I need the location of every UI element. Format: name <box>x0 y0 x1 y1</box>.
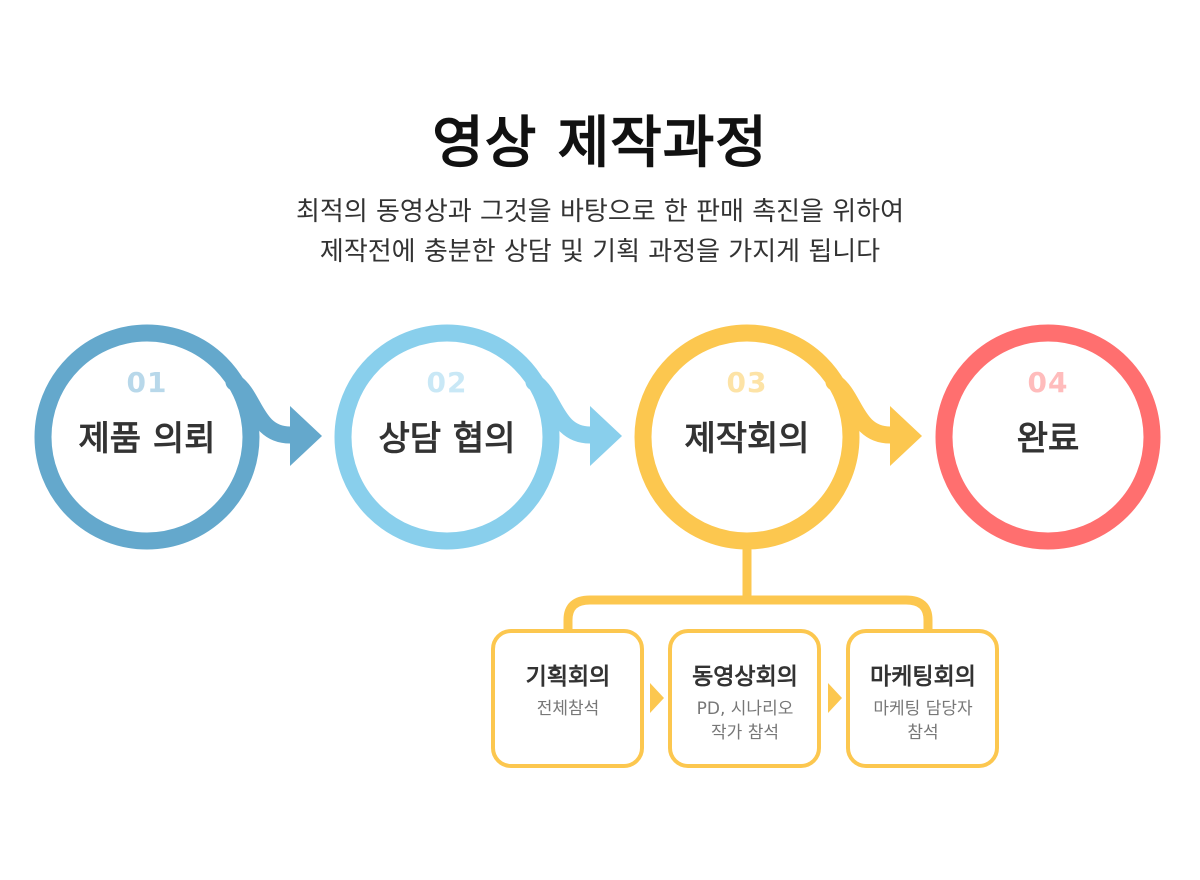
step-2-number: 02 <box>426 366 468 399</box>
step-1-number: 01 <box>126 366 168 399</box>
step-3-label: 제작회의 <box>684 419 810 459</box>
substep-3-title: 마케팅회의 <box>870 664 976 690</box>
substep-3-desc-line-2: 참석 <box>907 723 939 743</box>
page-title: 영상 제작과정 <box>432 111 768 176</box>
substep-2-desc: PD, 시나리오 작가 참석 <box>670 697 820 745</box>
substep-3-desc-line-1: 마케팅 담당자 <box>873 699 973 719</box>
substep-3-desc: 마케팅 담당자 참석 <box>848 697 998 745</box>
step-3-circle <box>634 324 860 550</box>
substep-3: 마케팅회의 마케팅 담당자 참석 <box>848 657 998 745</box>
step-2-label: 상담 협의 <box>378 419 516 459</box>
connector-1-2 <box>225 373 322 466</box>
substep-2: 동영상회의 PD, 시나리오 작가 참석 <box>670 657 820 745</box>
connector-2-3 <box>525 373 622 466</box>
subtitle-line-2: 제작전에 충분한 상담 및 기획 과정을 가지게 됩니다 <box>319 237 881 267</box>
step-1-label: 제품 의뢰 <box>78 419 216 459</box>
step-4-label: 완료 <box>1016 419 1080 459</box>
substep-arrow-2 <box>828 683 842 713</box>
connector-3-4 <box>825 373 922 466</box>
step-2-circle <box>334 324 560 550</box>
step-1-circle <box>34 324 260 550</box>
subtitle-line-1: 최적의 동영상과 그것을 바탕으로 한 판매 촉진을 위하여 <box>295 197 904 227</box>
step-2: 02 상담 협의 <box>347 366 547 460</box>
substep-2-desc-line-1: PD, 시나리오 <box>696 699 794 719</box>
substep-branch <box>563 545 933 637</box>
substep-2-title: 동영상회의 <box>692 664 798 690</box>
step-3-number: 03 <box>726 366 768 399</box>
step-4: 04 완료 <box>948 366 1148 460</box>
substep-arrow-1 <box>650 683 664 713</box>
page-subtitle: 최적의 동영상과 그것을 바탕으로 한 판매 촉진을 위하여 제작전에 충분한 … <box>0 192 1200 272</box>
step-1: 01 제품 의뢰 <box>47 366 247 460</box>
step-4-number: 04 <box>1027 366 1069 399</box>
step-4-circle <box>935 324 1161 550</box>
substep-3-box <box>846 629 999 768</box>
substep-1: 기획회의 전체참석 <box>493 657 643 721</box>
substep-1-title: 기획회의 <box>525 664 611 690</box>
substep-1-box <box>491 629 644 768</box>
substep-2-box <box>668 629 821 768</box>
substep-2-desc-line-2: 작가 참석 <box>711 723 779 743</box>
substep-1-desc-line-1: 전체참석 <box>536 699 600 719</box>
substep-1-desc: 전체참석 <box>493 697 643 721</box>
step-3: 03 제작회의 <box>647 366 847 460</box>
